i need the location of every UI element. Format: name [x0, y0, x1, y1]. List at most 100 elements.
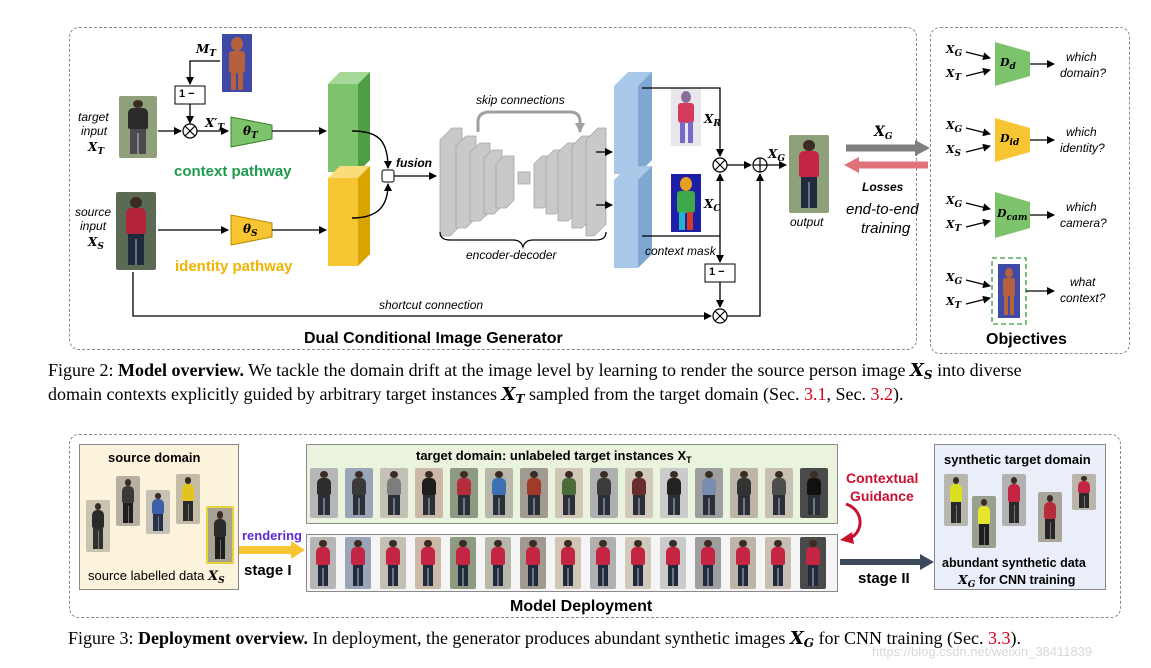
source-domain-title: source domain: [108, 450, 201, 465]
target-instance: [310, 468, 338, 518]
stage2-label: stage II: [858, 570, 910, 587]
obj1-in2: XT: [946, 67, 962, 83]
fusion-label: fusion: [396, 156, 432, 170]
target-instance: [800, 468, 828, 518]
rendered-instance: [520, 537, 546, 589]
deployment-title: Model Deployment: [510, 598, 653, 615]
synthetic-title: synthetic target domain: [944, 452, 1091, 467]
rendered-instance: [695, 537, 721, 589]
source-input-label: source: [75, 205, 112, 219]
rendered-instance: [485, 537, 511, 589]
synthetic-person: [1072, 474, 1096, 510]
obj2-q1: which: [1066, 125, 1097, 139]
target-input-image: [119, 96, 157, 158]
target-instance: [380, 468, 408, 518]
xr-label: XR: [704, 112, 721, 129]
objectives-box: [930, 27, 1130, 354]
encoder-decoder-blocks: [439, 127, 607, 237]
obj1-disc: Dd: [1000, 56, 1016, 72]
rendered-instance: [450, 537, 476, 589]
output-label: output: [790, 215, 824, 229]
watermark: https://blog.csdn.net/weixin_38411839: [872, 644, 1093, 659]
rendering-label: rendering: [242, 528, 302, 543]
figure2-caption-line1: Figure 2: Model overview. We tackle the …: [48, 360, 1022, 382]
xt-label: XT: [88, 140, 105, 157]
xr-image: [671, 88, 701, 146]
deployment-box: [69, 434, 1121, 618]
obj3-disc: Dcam: [997, 207, 1028, 223]
target-instance: [660, 468, 688, 518]
generator-box: [69, 27, 917, 350]
guidance-label: Guidance: [850, 488, 914, 504]
contextual-label: Contextual: [846, 470, 919, 486]
mask-label: MT: [196, 42, 216, 59]
objective-3: [965, 192, 1055, 238]
target-instance: [625, 468, 653, 518]
target-instance: [520, 468, 548, 518]
figure3-caption: Figure 3: Deployment overview. In deploy…: [68, 628, 1022, 650]
synthetic-person: [1002, 474, 1026, 526]
rendered-instance: [415, 537, 441, 589]
stage1-label: stage I: [244, 562, 292, 579]
target-instance: [765, 468, 793, 518]
end-to-end-label: end-to-end: [846, 201, 919, 218]
xc-label: XC: [704, 197, 721, 214]
synthetic-person: [944, 474, 968, 526]
figure2-caption-line2: domain contexts explicitly guided by arb…: [48, 384, 904, 406]
obj4-in1: XG: [946, 271, 963, 287]
abundant-label: abundant synthetic data: [942, 556, 1086, 570]
obj3-in1: XG: [946, 194, 963, 210]
generator-title: Dual Conditional Image Generator: [304, 330, 563, 347]
training-label: training: [861, 220, 911, 237]
target-instance: [590, 468, 618, 518]
target-domain-title: target domain: unlabeled target instance…: [416, 448, 692, 465]
source-person: [116, 476, 140, 526]
obj1-q2: domain?: [1060, 66, 1107, 80]
obj3-in2: XT: [946, 218, 962, 234]
rendered-instance: [380, 537, 406, 589]
target-input-label: target: [78, 110, 109, 124]
objective-1: [965, 42, 1055, 86]
obj4-in2: XT: [946, 295, 962, 311]
guidance-arrow: [840, 502, 862, 544]
objective-4: [965, 257, 1055, 325]
target-instance: [345, 468, 373, 518]
xt-prime-label: X′T: [205, 116, 225, 133]
rendered-instance: [310, 537, 336, 589]
context-pathway-label: context pathway: [174, 163, 292, 180]
target-instance: [450, 468, 478, 518]
obj4-q2: context?: [1060, 291, 1106, 305]
obj4-q1: what: [1070, 275, 1096, 289]
xg-label: XG: [768, 147, 785, 164]
mask-image: [222, 34, 252, 92]
source-input-label-2: input: [80, 219, 107, 233]
obj2-in1: XG: [946, 119, 963, 135]
identity-pathway-label: identity pathway: [175, 258, 293, 275]
theta-s-label: θS: [243, 222, 258, 239]
target-input-label-2: input: [81, 124, 108, 138]
rendered-instance: [660, 537, 686, 589]
objective-2: [965, 118, 1055, 162]
stage2-arrow: [840, 554, 934, 570]
figure2-diagram: [132, 34, 1055, 325]
rendering-arrow: [239, 541, 305, 559]
source-person: [86, 500, 110, 552]
rendered-instance: [555, 537, 581, 589]
theta-t-label: θT: [243, 124, 258, 141]
target-instance: [730, 468, 758, 518]
source-input-image: [116, 192, 156, 270]
one-minus-bottom: 1 −: [709, 266, 725, 278]
target-instance: [695, 468, 723, 518]
abundant-label-2: XG for CNN training: [958, 572, 1076, 590]
one-minus-top: 1 −: [179, 88, 195, 100]
source-labelled-label: source labelled data XS: [88, 568, 225, 586]
obj3-q2: camera?: [1060, 216, 1107, 230]
encoder-decoder-label: encoder-decoder: [466, 248, 557, 262]
source-person: [176, 474, 200, 524]
obj2-disc: Did: [1000, 132, 1020, 148]
obj3-q1: which: [1066, 200, 1097, 214]
target-instance: [485, 468, 513, 518]
synthetic-person: [1038, 492, 1062, 542]
rendered-instance: [800, 537, 826, 589]
context-mask-label: context mask: [645, 244, 716, 258]
